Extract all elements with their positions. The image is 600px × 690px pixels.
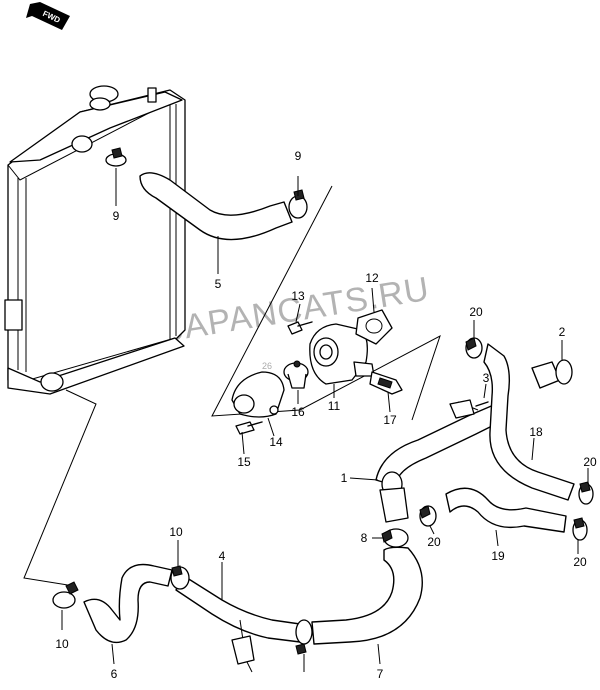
- guide-line-lower: [23, 389, 97, 587]
- callout-10-lower: 10: [55, 637, 69, 651]
- hose-clamp-10-lower: [52, 581, 79, 609]
- callout-labels: 9 9 5 12 13 20 2 3 16 11 17 14 15 18 20 …: [55, 149, 597, 681]
- hose-clamp-20-top: [465, 337, 483, 359]
- callout-3: 3: [483, 371, 490, 385]
- leader-lines: [61, 168, 589, 672]
- callout-12: 12: [365, 271, 379, 285]
- hose-clamp-20-right-upper: [578, 481, 594, 505]
- thermostat-housing-11: [309, 323, 375, 385]
- hose-clamp-9-left: [105, 147, 127, 167]
- bolt-15: [235, 421, 263, 435]
- callout-1: 1: [341, 471, 348, 485]
- callout-9-right: 9: [295, 149, 302, 163]
- thermostat-16: [283, 360, 309, 389]
- callout-8: 8: [361, 531, 368, 545]
- hose-18: [483, 343, 575, 501]
- callout-20-left: 20: [427, 535, 441, 549]
- o-ring-2: [555, 359, 573, 385]
- callout-5: 5: [215, 277, 222, 291]
- callout-6: 6: [111, 667, 118, 681]
- callout-14: 14: [269, 435, 283, 449]
- thermostat-cap-14: [231, 371, 285, 418]
- callout-17: 17: [383, 413, 397, 427]
- callout-11: 11: [328, 399, 341, 413]
- hose-clamp-20-left: [419, 505, 437, 527]
- callout-4: 4: [219, 549, 226, 563]
- callout-9-left: 9: [113, 209, 120, 223]
- hose-19: [445, 487, 567, 533]
- callout-13: 13: [291, 289, 305, 303]
- hose-clamp-near-4: [295, 619, 313, 655]
- fwd-arrow-icon: FWD: [26, 2, 70, 30]
- hose-clamp-20-right-lower: [572, 517, 588, 541]
- callout-2: 2: [559, 325, 566, 339]
- hose-clamp-8: [381, 528, 409, 548]
- callout-20-top: 20: [469, 305, 483, 319]
- bracket-3: [449, 399, 489, 419]
- callout-20-right-lower: 20: [573, 555, 587, 569]
- upper-radiator-hose: [139, 172, 293, 241]
- callout-18: 18: [529, 425, 543, 439]
- sensor-17: [369, 371, 403, 395]
- water-pipe-4: [175, 575, 301, 643]
- guide-line-upper: [211, 185, 441, 421]
- lower-hose-7: [311, 546, 423, 645]
- hose-clamp-10-upper: [170, 565, 190, 590]
- callout-15: 15: [237, 455, 251, 469]
- radiator: [4, 85, 186, 395]
- callout-16: 16: [291, 405, 305, 419]
- watermark-id: 26: [262, 361, 272, 371]
- callout-20-right-upper: 20: [583, 455, 597, 469]
- callout-19: 19: [491, 549, 505, 563]
- callout-7: 7: [377, 667, 384, 681]
- bolt-13: [287, 321, 313, 335]
- hose-clamp-9-right: [288, 189, 308, 219]
- callout-10-upper: 10: [169, 525, 183, 539]
- lower-hose-6: [83, 563, 173, 644]
- gasket-12: [355, 309, 393, 345]
